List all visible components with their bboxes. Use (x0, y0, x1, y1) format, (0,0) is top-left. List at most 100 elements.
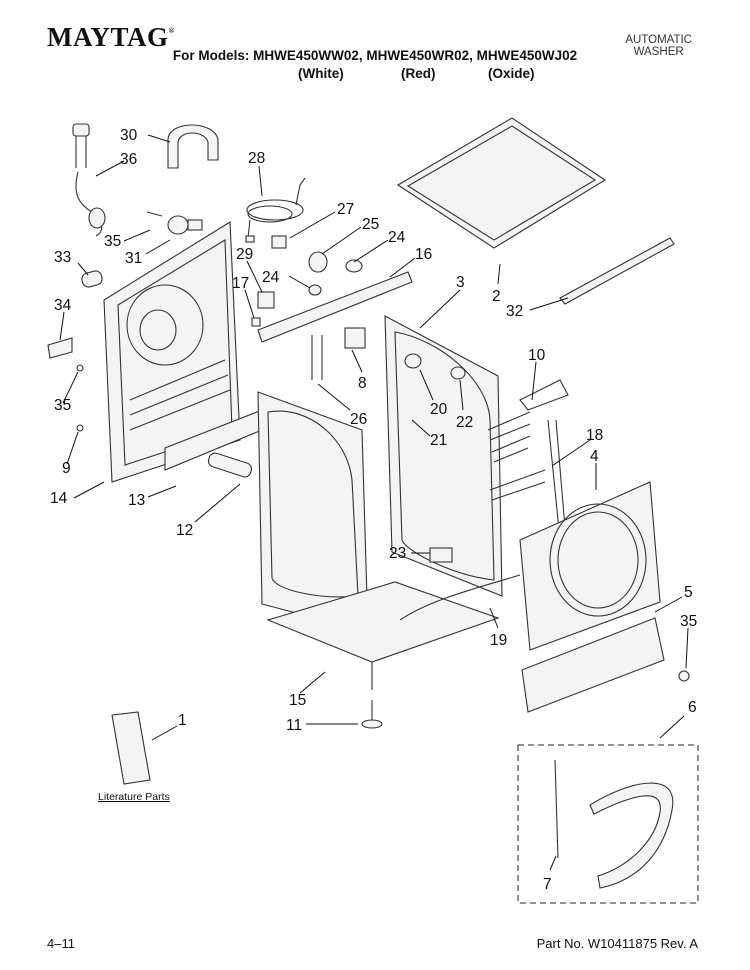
leader-10 (531, 361, 537, 401)
leader-28 (258, 165, 263, 197)
leader-35b (62, 371, 79, 404)
leader-6 (659, 715, 685, 739)
drain-hose-drawing (311, 335, 323, 380)
literature-drawing (111, 711, 151, 785)
screw-9-drawing (76, 424, 84, 432)
callout-14: 14 (50, 490, 68, 507)
leader-13 (147, 485, 177, 498)
callout-27: 27 (337, 201, 354, 218)
literature-parts-label: Literature Parts (98, 791, 170, 803)
part-8-drawing (344, 327, 366, 349)
callout-2: 2 (492, 288, 501, 305)
callout-20: 20 (430, 401, 448, 418)
part-29-drawing (257, 291, 275, 309)
part-drawings (47, 117, 699, 904)
kit-6-box (517, 744, 699, 904)
base-panel-drawing (266, 581, 500, 663)
callout-9: 9 (62, 460, 71, 477)
part-number: Part No. W10411875 Rev. A (536, 936, 698, 951)
hose-clip-drawing (167, 124, 219, 169)
registered-mark: ® (168, 26, 175, 35)
leader-8 (351, 349, 363, 373)
leader-18 (551, 439, 591, 467)
variant-red: (Red) (401, 66, 436, 81)
leader-35c (685, 627, 689, 669)
leader-33 (77, 262, 89, 276)
leader-21 (411, 419, 431, 437)
variant-white: (White) (298, 66, 344, 81)
models-line: For Models: MHWE450WW02, MHWE450WR02, MH… (172, 48, 578, 63)
part-24-drawing (345, 259, 363, 273)
rear-panel-drawing (103, 221, 241, 483)
callout-13: 13 (128, 492, 145, 509)
document-type: AUTOMATIC WASHER (625, 34, 692, 58)
brand-logo: MAYTAG® (47, 22, 175, 53)
doc-type-line1: AUTOMATIC (625, 34, 692, 46)
callout-5: 5 (684, 584, 693, 601)
part-24b-drawing (308, 284, 322, 296)
callout-28: 28 (248, 150, 265, 167)
callout-31: 31 (125, 250, 142, 267)
callout-35: 35 (104, 233, 121, 250)
callout-35-right: 35 (680, 613, 697, 630)
variant-oxide: (Oxide) (488, 66, 535, 81)
callout-24-lower: 24 (262, 269, 280, 286)
cabinet-back-drawing (384, 315, 503, 597)
callout-10: 10 (528, 347, 546, 364)
callout-3: 3 (456, 274, 465, 291)
leader-7 (549, 855, 557, 871)
leader-9 (66, 431, 79, 465)
leader-34 (59, 311, 65, 341)
power-cord-drawing (245, 177, 306, 243)
top-panel-drawing (396, 117, 607, 249)
part-25-drawing (308, 251, 328, 273)
callout-4: 4 (590, 448, 599, 465)
leader-32 (529, 297, 569, 311)
bracket-16-drawing (257, 271, 413, 343)
callout-35-left: 35 (54, 397, 71, 414)
leader-36 (95, 160, 125, 177)
part-17-drawing (251, 317, 261, 327)
screw-35c-drawing (678, 670, 690, 682)
callout-19: 19 (490, 632, 507, 649)
callout-17: 17 (232, 275, 249, 292)
page-number: 4–11 (47, 936, 75, 951)
callout-12: 12 (176, 522, 193, 539)
callout-8: 8 (358, 375, 367, 392)
leader-lines (59, 134, 689, 871)
wire-19-drawing (399, 574, 521, 621)
callout-33: 33 (54, 249, 71, 266)
screw-35b-drawing (76, 364, 84, 372)
leader-5 (654, 596, 683, 613)
toe-panel-drawing (521, 617, 665, 713)
callout-30: 30 (120, 127, 138, 144)
leader-14 (73, 481, 105, 499)
leader-26 (317, 383, 351, 411)
front-panel-drawing (519, 481, 661, 651)
leader-29 (246, 260, 263, 293)
doc-type-line2: WASHER (633, 46, 684, 58)
leader-19 (489, 607, 499, 629)
valve-31-drawing (167, 215, 203, 235)
callout-26: 26 (350, 411, 367, 428)
leader-22 (459, 379, 464, 411)
part-34-drawing (47, 337, 73, 359)
part-23-drawing (429, 547, 453, 563)
callout-29: 29 (236, 246, 253, 263)
callout-6: 6 (688, 699, 697, 716)
callout-15: 15 (289, 692, 306, 709)
callout-labels: 30 36 28 35 31 27 25 24 16 33 29 24 17 3… (50, 127, 697, 893)
callout-18: 18 (586, 427, 603, 444)
leader-1 (151, 725, 178, 741)
leader-3 (419, 289, 461, 329)
callout-21: 21 (430, 432, 447, 449)
leader-15 (299, 671, 326, 694)
callout-7: 7 (543, 876, 552, 893)
leader-35a (123, 229, 151, 242)
callout-32: 32 (506, 303, 523, 320)
wire-7-drawing (554, 759, 559, 859)
inlet-hose-drawing (72, 123, 106, 237)
leader-30 (147, 134, 171, 143)
callout-36: 36 (120, 151, 137, 168)
